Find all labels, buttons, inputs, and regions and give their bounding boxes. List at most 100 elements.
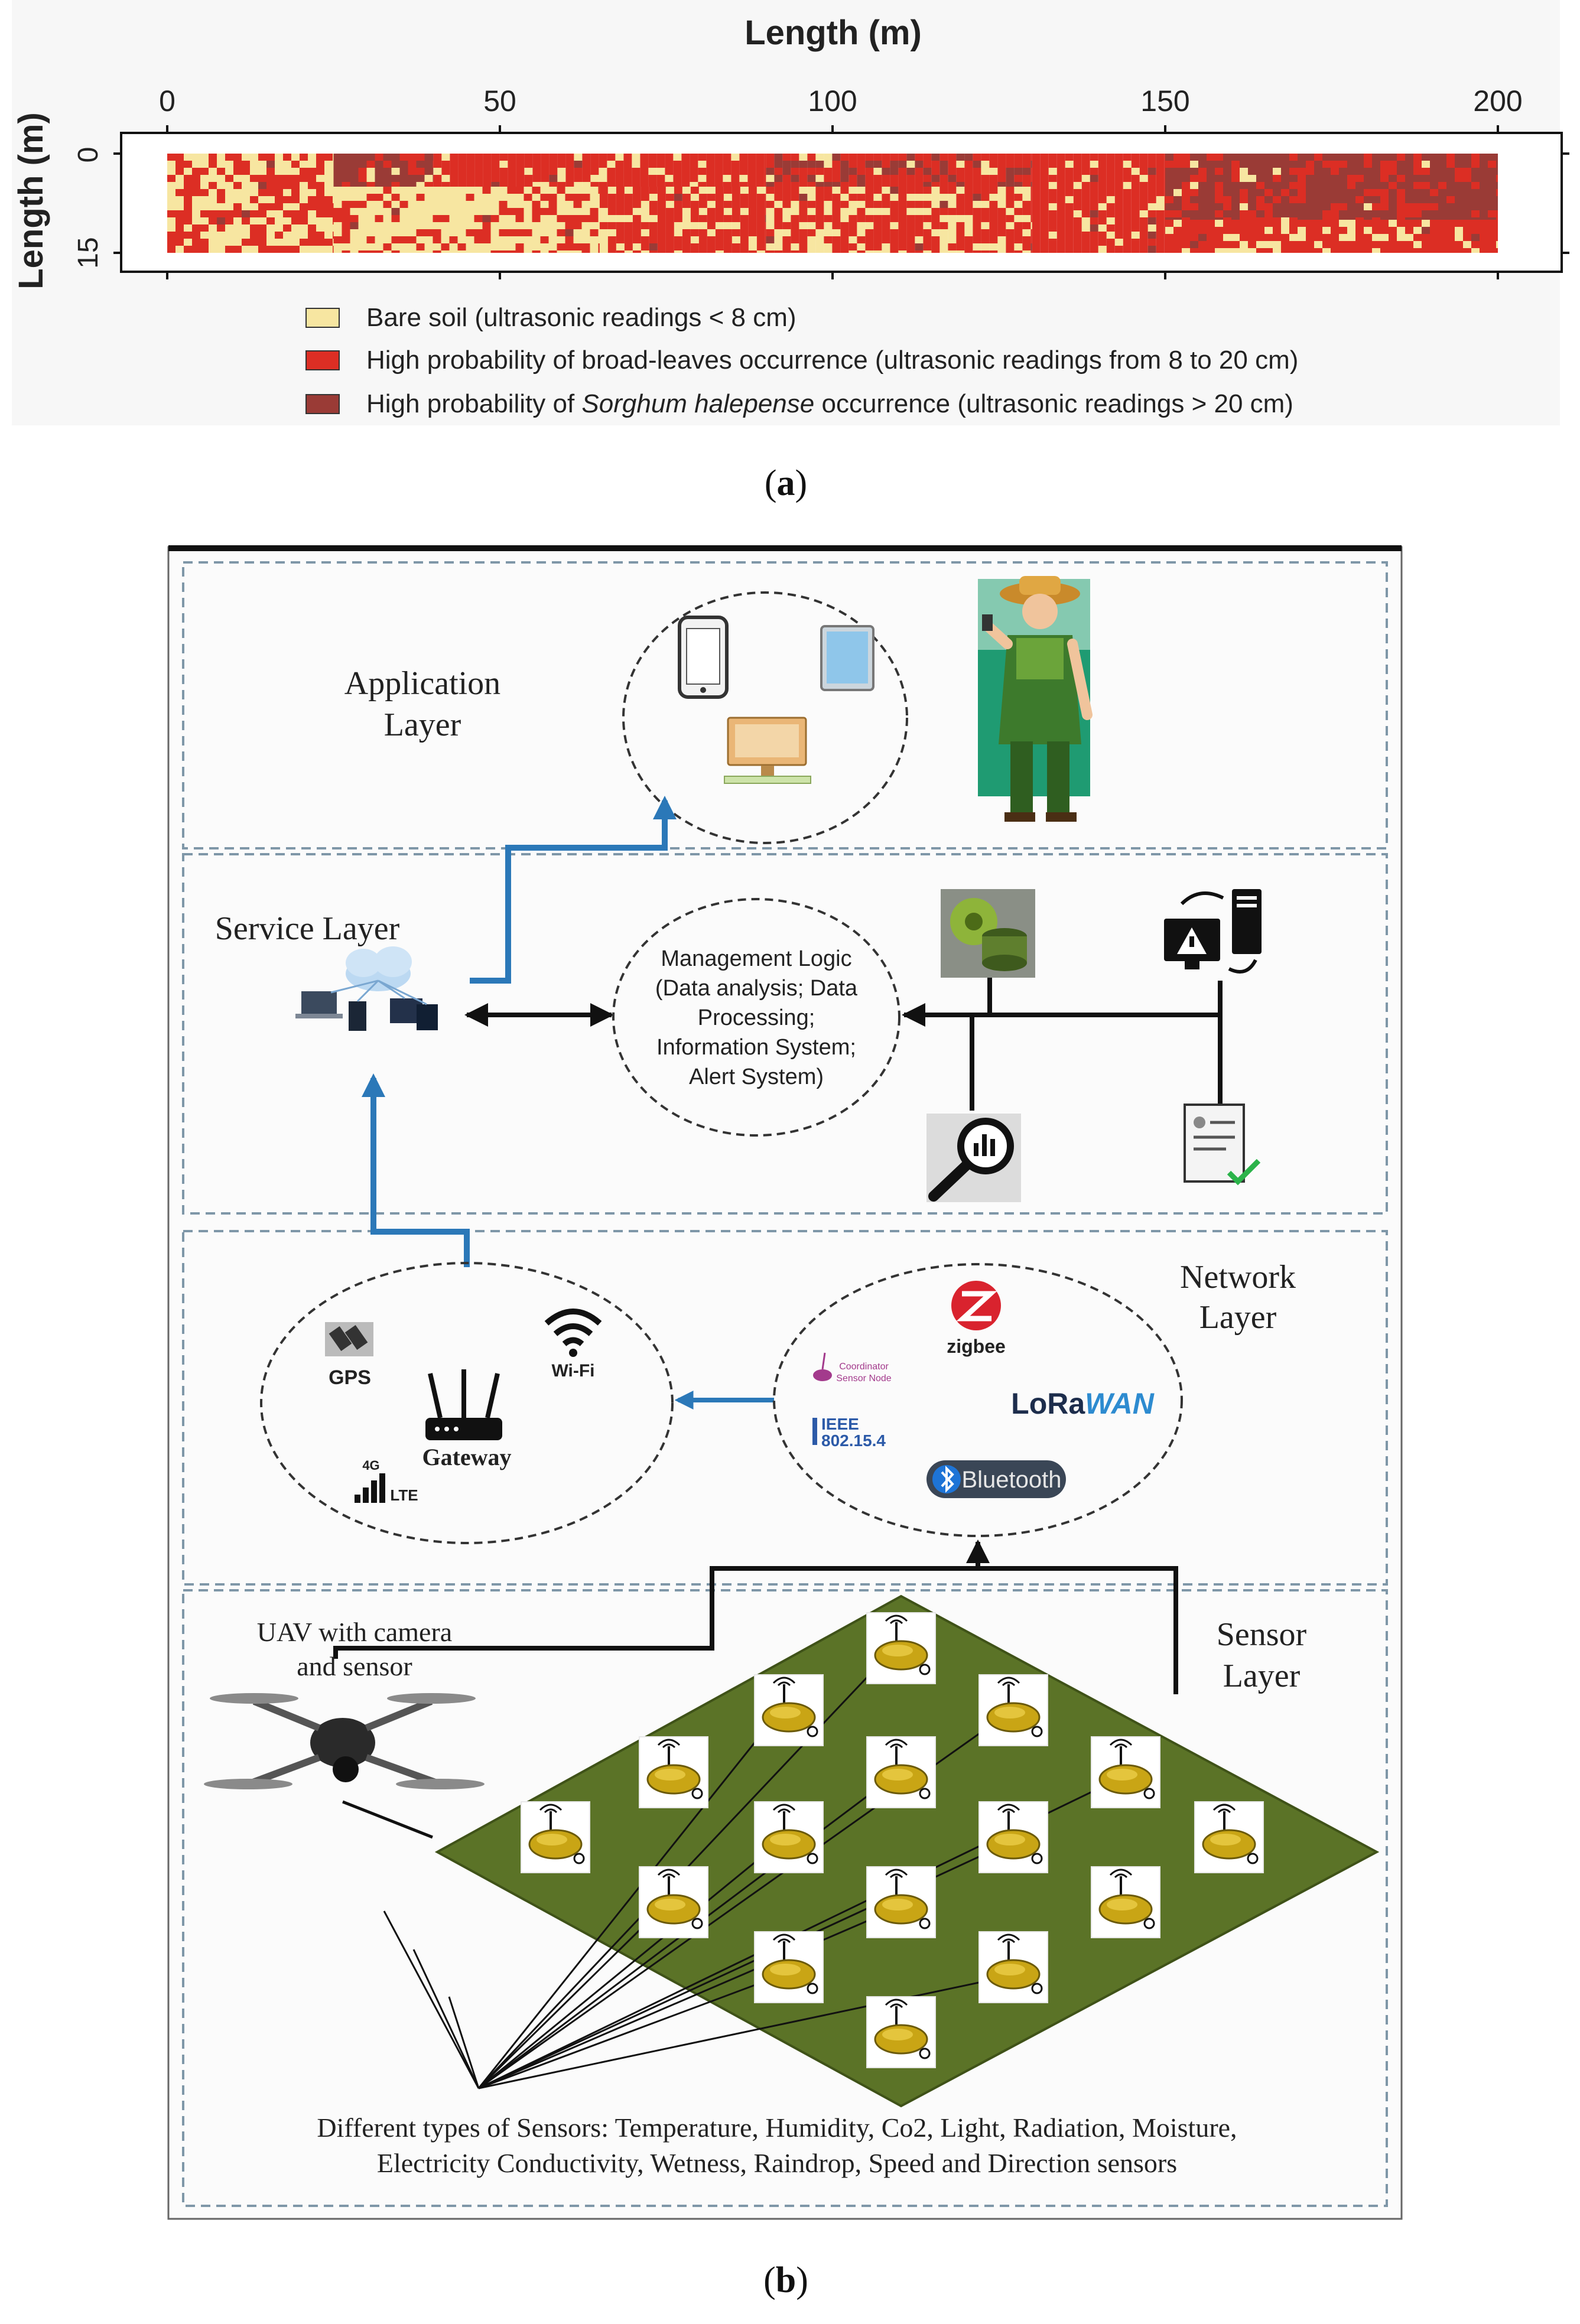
heatmap-cell <box>747 154 756 161</box>
sensor-node-icon <box>978 1801 1048 1873</box>
heatmap-cell <box>598 229 600 236</box>
heatmap-cell <box>824 154 833 161</box>
heatmap-cell <box>1455 182 1463 189</box>
heatmap-cell <box>1048 217 1057 224</box>
heatmap-cell <box>424 154 433 161</box>
heatmap-cell <box>266 246 275 253</box>
heatmap-cell <box>632 175 641 182</box>
heatmap-cell <box>324 217 333 224</box>
heatmap-cell <box>632 229 641 236</box>
heatmap-cell <box>1298 154 1306 161</box>
heatmap-cell <box>233 232 242 239</box>
heatmap-cell <box>582 175 591 182</box>
heatmap-cell <box>1081 239 1090 246</box>
heatmap-cell <box>167 232 175 239</box>
heatmap-cell <box>266 203 275 210</box>
heatmap-cell <box>931 168 940 175</box>
heatmap-cell <box>1030 194 1032 201</box>
legend-swatch <box>305 308 340 328</box>
heatmap-cell <box>616 250 625 253</box>
heatmap-cell <box>632 236 641 243</box>
heatmap-cell <box>731 154 740 161</box>
heatmap-cell <box>1030 187 1032 194</box>
heatmap-cell <box>441 222 450 229</box>
heatmap-cell <box>1006 154 1015 161</box>
heatmap-cell <box>848 208 857 215</box>
database-gear-icon <box>941 889 1035 978</box>
report-document-icon <box>1184 1104 1261 1186</box>
heatmap-cell <box>674 194 682 201</box>
heatmap-cell <box>865 208 874 215</box>
heatmap-cell <box>782 168 791 175</box>
heatmap-cell <box>209 239 217 246</box>
heatmap-cell <box>1273 154 1281 161</box>
heatmap-cell <box>873 215 882 222</box>
heatmap-cell <box>1298 217 1306 220</box>
heatmap-cell <box>184 175 192 182</box>
heatmap-cell <box>375 154 383 161</box>
heatmap-cell <box>939 229 948 236</box>
heatmap-cell <box>1040 232 1049 239</box>
heatmap-cell <box>333 189 334 196</box>
heatmap-cell <box>923 154 932 161</box>
heatmap-cell <box>308 161 316 168</box>
heatmap-cell <box>1156 224 1165 232</box>
heatmap-cell <box>906 222 915 229</box>
heatmap-cell <box>981 194 990 201</box>
heatmap-cell <box>466 182 475 187</box>
heatmap-cell <box>1165 182 1173 189</box>
heatmap-cell <box>1114 210 1123 217</box>
heatmap-cell <box>1198 154 1207 161</box>
heatmap-cell <box>1273 220 1281 227</box>
heatmap-cell <box>1380 189 1389 196</box>
heatmap-cell <box>774 222 783 229</box>
heatmap-cell <box>1314 175 1322 182</box>
heatmap-cell <box>1446 234 1455 241</box>
heatmap-cell <box>865 182 874 187</box>
heatmap-cell <box>1422 241 1430 248</box>
sensor-types-text: Electricity Conductivity, Wetness, Raind… <box>377 2148 1177 2178</box>
heatmap-cell <box>549 154 558 161</box>
heatmap-cell <box>1405 161 1413 168</box>
heatmap-cell <box>225 196 233 203</box>
heatmap-cell <box>1322 210 1331 217</box>
heatmap-cell <box>1389 241 1397 248</box>
heatmap-cell <box>873 175 882 182</box>
heatmap-cell <box>1339 196 1347 203</box>
heatmap-cell <box>383 187 392 194</box>
heatmap-cell <box>1314 220 1322 227</box>
heatmap-cell <box>1471 161 1480 168</box>
heatmap-cell <box>1123 154 1132 161</box>
heatmap-cell <box>549 175 558 182</box>
heatmap-cell <box>1156 161 1165 168</box>
heatmap-cell <box>1455 210 1463 217</box>
heatmap-cell <box>799 243 808 250</box>
heatmap-cell <box>333 196 334 203</box>
heatmap-cell <box>815 161 824 168</box>
heatmap-cell <box>1231 241 1240 248</box>
heatmap-cell <box>350 243 359 250</box>
heatmap-cell <box>906 243 915 250</box>
heatmap-cell <box>948 201 957 208</box>
heatmap-cell <box>656 161 665 168</box>
heatmap-cell <box>1364 220 1372 227</box>
heatmap-cell <box>490 201 499 208</box>
heatmap-cell <box>1198 234 1207 241</box>
heatmap-cell <box>1147 203 1156 210</box>
heatmap-cell <box>973 168 981 175</box>
heatmap-cell <box>1022 250 1031 253</box>
heatmap-cell <box>482 236 491 243</box>
heatmap-cell <box>1480 234 1488 241</box>
heatmap-cell <box>657 208 666 215</box>
heatmap-cell <box>1480 210 1488 217</box>
heatmap-cell <box>1248 161 1256 168</box>
heatmap-cell <box>1364 182 1372 189</box>
heatmap-cell <box>1098 182 1107 189</box>
heatmap-cell <box>449 243 458 250</box>
heatmap-cell <box>1446 241 1455 248</box>
heatmap-cell <box>524 208 532 215</box>
heatmap-cell <box>1364 227 1372 234</box>
wifi-icon: Wi-Fi <box>544 1309 602 1381</box>
heatmap-cell <box>1347 241 1355 248</box>
heatmap-cell <box>1314 168 1322 175</box>
